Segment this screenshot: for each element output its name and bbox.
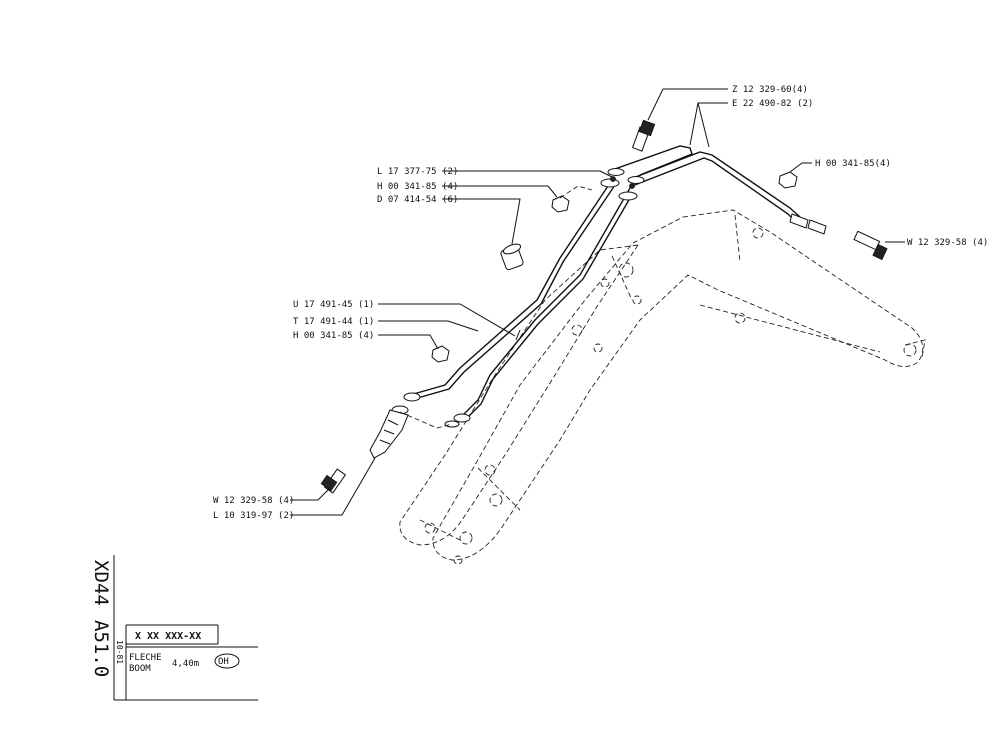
leader-lines — [290, 88, 905, 516]
callout-h00341-upper: H 00 341-85(4) — [815, 159, 891, 169]
hydraulic-tubes — [409, 145, 801, 423]
callout-e22490: E 22 490-82 (2) — [732, 99, 813, 109]
callout-t17491: T 17 491-44 (1) — [293, 317, 374, 327]
callout-w12329-left: W 12 329-58 (4) — [213, 496, 294, 506]
callout-u17491: U 17 491-45 (1) — [293, 300, 374, 310]
callout-l10319: L 10 319-97 (2) — [213, 511, 294, 521]
boom-outline — [399, 209, 926, 565]
title-name-fr: FLECHE — [129, 653, 162, 663]
title-length: 4,40m — [172, 659, 199, 669]
callout-h00341-mid: H 00 341-85 (4) — [377, 182, 458, 192]
callout-labels: Z 12 329-60(4) E 22 490-82 (2) H 00 341-… — [213, 85, 988, 521]
callout-h00341-lower: H 00 341-85 (4) — [293, 331, 374, 341]
title-model: XD44 — [90, 560, 112, 606]
title-block: XD44 A51.0 10-81 X XX XXX-XX FLECHE BOOM… — [90, 555, 258, 701]
callout-l17377: L 17 377-75 (2) — [377, 167, 458, 177]
callout-w12329-right: W 12 329-58 (4) — [907, 238, 988, 248]
title-sheet: A51.0 — [90, 620, 112, 677]
callout-d07414: D 07 414-54 (6) — [377, 195, 458, 205]
title-name-en: BOOM — [129, 664, 151, 674]
title-variant: OH — [218, 657, 229, 667]
title-variant-oval — [214, 653, 240, 669]
hardware — [320, 119, 888, 494]
callout-z12329: Z 12 329-60(4) — [732, 85, 808, 95]
title-serial: X XX XXX-XX — [135, 631, 201, 642]
title-date: 10-81 — [115, 640, 124, 664]
